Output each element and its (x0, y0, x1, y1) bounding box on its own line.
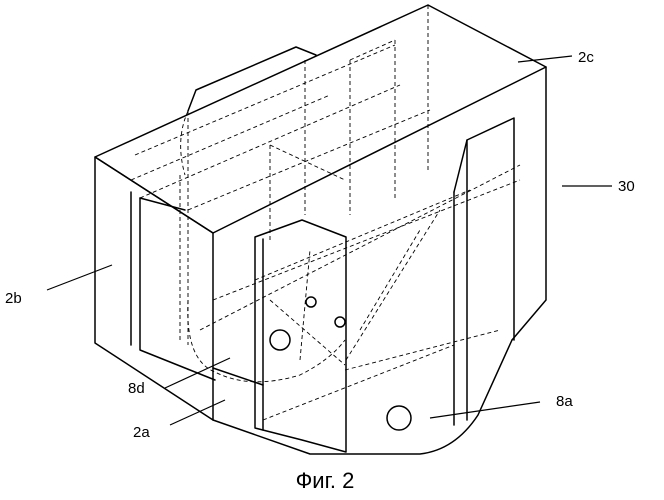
leader-8a (430, 402, 540, 418)
hidden-lines (131, 5, 520, 420)
housing-outline (95, 5, 546, 454)
reference-labels: 2c 30 2b 8d 2a 8a (5, 49, 635, 441)
holes (270, 297, 411, 430)
right-edge (512, 67, 546, 340)
left-side-panel (95, 157, 213, 420)
left-opening (131, 192, 215, 380)
front-plate-8d (255, 220, 346, 452)
hole-small-right (335, 317, 345, 327)
figure-caption: Фиг. 2 (296, 468, 355, 493)
hole-small-upper (306, 297, 316, 307)
leader-2b (47, 265, 112, 290)
side-plate-8a (454, 118, 514, 425)
label-2a: 2a (133, 424, 150, 441)
label-30: 30 (618, 178, 635, 195)
label-2b: 2b (5, 290, 22, 307)
label-8d: 8d (128, 380, 145, 397)
label-8a: 8a (556, 393, 573, 410)
label-2c: 2c (578, 49, 594, 66)
hole-large-front (387, 406, 411, 430)
hole-large-left (270, 330, 290, 350)
leader-8d (165, 358, 230, 388)
rear-flap (188, 47, 316, 111)
top-panel (95, 5, 546, 233)
